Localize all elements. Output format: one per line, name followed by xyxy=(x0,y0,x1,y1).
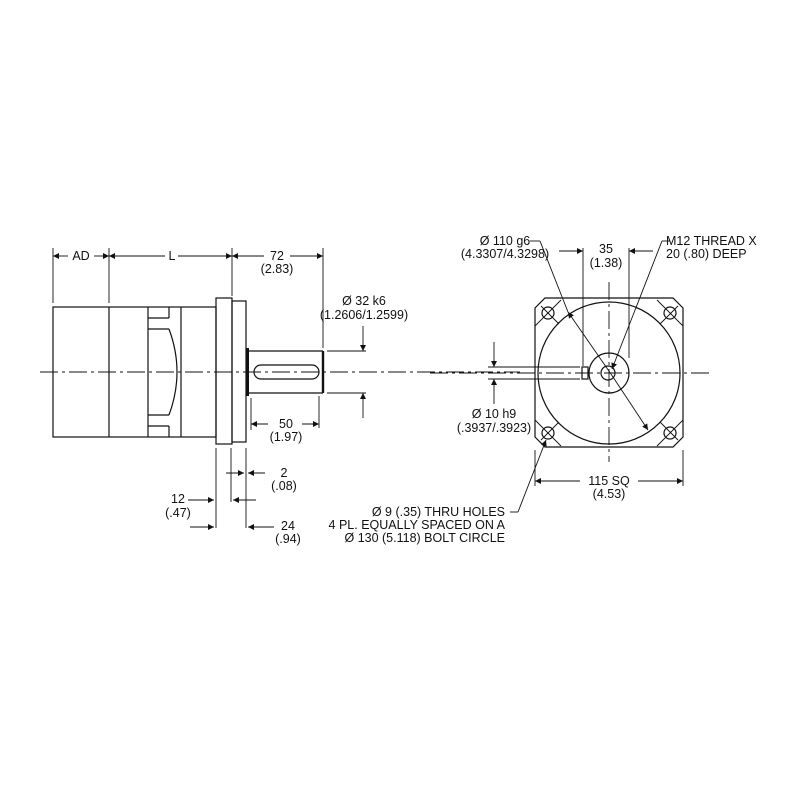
front-view: 35 (1.38) Ø 110 g6 (4.3307/4.3298) M12 T… xyxy=(329,234,758,545)
output-shaft xyxy=(249,350,325,394)
svg-text:115 SQ: 115 SQ xyxy=(588,474,630,488)
svg-text:(.94): (.94) xyxy=(275,532,301,546)
svg-text:(4.53): (4.53) xyxy=(593,487,626,501)
keyway xyxy=(581,366,589,380)
svg-text:(.08): (.08) xyxy=(271,479,297,493)
dim-thread: M12 THREAD X 20 (.80) DEEP xyxy=(611,234,757,370)
svg-text:L: L xyxy=(169,249,176,263)
dim-square: 115 SQ (4.53) xyxy=(535,474,683,501)
svg-text:Ø 130 (5.118) BOLT CIRCLE: Ø 130 (5.118) BOLT CIRCLE xyxy=(345,531,506,545)
motor-body xyxy=(52,306,217,438)
svg-text:Ø 9 (.35) THRU HOLES: Ø 9 (.35) THRU HOLES xyxy=(372,505,505,519)
dim-pilot-diameter: Ø 110 g6 (4.3307/4.3298) xyxy=(461,234,649,431)
dim-shaft-length: 72 (2.83) xyxy=(232,249,323,276)
dim-pilot-gap: 2 (.08) xyxy=(226,466,297,493)
svg-text:AD: AD xyxy=(72,249,89,263)
svg-text:Ø 10 h9: Ø 10 h9 xyxy=(472,407,517,421)
thread-hole xyxy=(600,365,616,381)
dim-flange-thickness: 12 (.47) xyxy=(165,492,256,520)
dim-key-length: 50 (1.97) xyxy=(250,396,320,444)
svg-text:50: 50 xyxy=(279,417,293,431)
svg-text:Ø 110 g6: Ø 110 g6 xyxy=(480,234,531,248)
note-bolt-holes: Ø 9 (.35) THRU HOLES 4 PL. EQUALLY SPACE… xyxy=(329,439,547,545)
svg-text:12: 12 xyxy=(171,492,185,506)
flange xyxy=(215,297,247,445)
svg-text:(1.38): (1.38) xyxy=(590,256,623,270)
dim-shaft-diameter: Ø 32 k6 (1.2606/1.2599) xyxy=(320,294,408,418)
svg-text:(4.3307/4.3298): (4.3307/4.3298) xyxy=(461,247,549,261)
shaft-key xyxy=(253,364,320,380)
svg-text:Ø 32 k6: Ø 32 k6 xyxy=(342,294,386,308)
svg-text:(1.97): (1.97) xyxy=(270,430,303,444)
pilot xyxy=(246,348,249,396)
svg-text:24: 24 xyxy=(281,519,295,533)
dim-ad: AD xyxy=(53,249,109,263)
hub-circle xyxy=(588,352,630,394)
bolt-holes xyxy=(534,299,684,447)
dim-pilot-depth: 24 (.94) xyxy=(190,519,301,546)
svg-text:M12 THREAD X: M12 THREAD X xyxy=(666,234,757,248)
svg-text:(1.2606/1.2599): (1.2606/1.2599) xyxy=(320,308,408,322)
svg-text:20 (.80) DEEP: 20 (.80) DEEP xyxy=(666,247,747,261)
dim-key-height: 35 (1.38) xyxy=(559,242,653,270)
svg-text:(.47): (.47) xyxy=(165,506,191,520)
svg-text:35: 35 xyxy=(599,242,613,256)
square-flange xyxy=(534,297,684,448)
svg-text:2: 2 xyxy=(281,466,288,480)
svg-text:(.3937/.3923): (.3937/.3923) xyxy=(457,421,531,435)
dim-key-width: Ø 10 h9 (.3937/.3923) xyxy=(457,342,580,435)
svg-text:(2.83): (2.83) xyxy=(261,262,294,276)
dim-l: L xyxy=(109,249,232,263)
side-view: AD L 72 (2.83) Ø 32 k6 (1.2606/1.2599) xyxy=(40,248,520,546)
svg-text:72: 72 xyxy=(270,249,284,263)
svg-text:4 PL. EQUALLY SPACED ON A: 4 PL. EQUALLY SPACED ON A xyxy=(329,518,506,532)
pilot-circle xyxy=(537,301,681,445)
